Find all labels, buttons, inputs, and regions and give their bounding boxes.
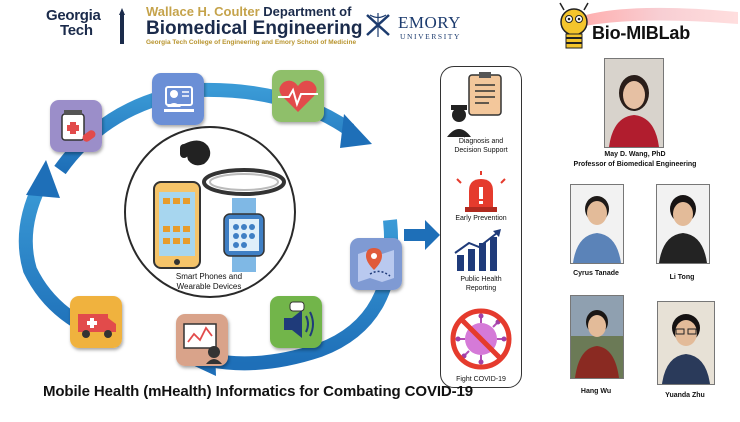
coulter-department-logo: Wallace H. Coulter Department of Biomedi… <box>146 4 363 46</box>
photo-li-tong <box>656 184 710 264</box>
no-covid-icon <box>450 308 512 370</box>
smartwatch-icon <box>223 198 265 272</box>
georgia-tech-logo: Georgia Tech <box>46 7 125 44</box>
tile-telemedicine <box>152 73 204 125</box>
outcome-early-prevention: Early Prevention <box>455 215 507 222</box>
outcome-fight-covid: Fight COVID-19 <box>456 376 506 383</box>
photo-may-wang <box>604 58 664 148</box>
name-hang-wu: Hang Wu <box>580 388 612 395</box>
name-cyrus-tanade: Cyrus Tanade <box>573 270 619 277</box>
devices-illustration <box>153 140 286 272</box>
name-li-tong: Li Tong <box>669 274 695 281</box>
siren-alarm-icon <box>456 171 506 212</box>
medicine-icon <box>50 100 102 152</box>
growth-chart-icon <box>454 229 501 271</box>
photo-yuanda-zhu <box>657 301 715 385</box>
center-label: Smart Phones and Wearable Devices <box>175 272 243 291</box>
photo-hang-wu <box>570 295 624 379</box>
smartphone-icon <box>153 181 201 269</box>
tech-tower-icon <box>119 8 125 44</box>
dept-line3: Georgia Tech College of Engineering and … <box>146 39 357 46</box>
telemedicine-icon <box>152 73 204 125</box>
name-may-wang: May D. Wang, PhD <box>604 151 666 158</box>
gt-line2: Tech <box>60 22 93 39</box>
emory-shield-icon <box>366 13 390 37</box>
ambulance-icon <box>70 296 122 348</box>
photo-cyrus-tanade <box>570 184 624 264</box>
tile-monitoring <box>176 314 228 366</box>
dept-line1: Wallace H. Coulter Department of <box>146 4 352 19</box>
monitoring-icon <box>176 314 228 366</box>
tile-location <box>350 238 402 290</box>
fitness-band-icon <box>202 168 286 196</box>
tile-heart-rate <box>272 70 324 122</box>
location-icon <box>350 238 402 290</box>
emory-name: EMORY <box>398 13 461 32</box>
bluetooth-headset-icon <box>180 140 211 166</box>
lab-name: Bio-MIBLab <box>592 23 690 43</box>
alert-speaker-icon <box>270 296 322 348</box>
role-may-wang: Professor of Biomedical Engineering <box>573 161 697 168</box>
tile-ambulance <box>70 296 122 348</box>
lab-logo-graphic <box>559 2 738 49</box>
main-title: Mobile Health (mHealth) Informatics for … <box>42 383 474 400</box>
dept-line2: Biomedical Engineering <box>146 18 363 39</box>
tile-alert-speaker <box>270 296 322 348</box>
gt-line1: Georgia <box>46 7 101 24</box>
emory-sub: UNIVERSITY <box>400 32 461 41</box>
name-yuanda-zhu: Yuanda Zhu <box>665 392 705 399</box>
diagnosis-icon <box>447 72 502 137</box>
tile-medicine <box>50 100 102 152</box>
heart-rate-icon <box>272 70 324 122</box>
